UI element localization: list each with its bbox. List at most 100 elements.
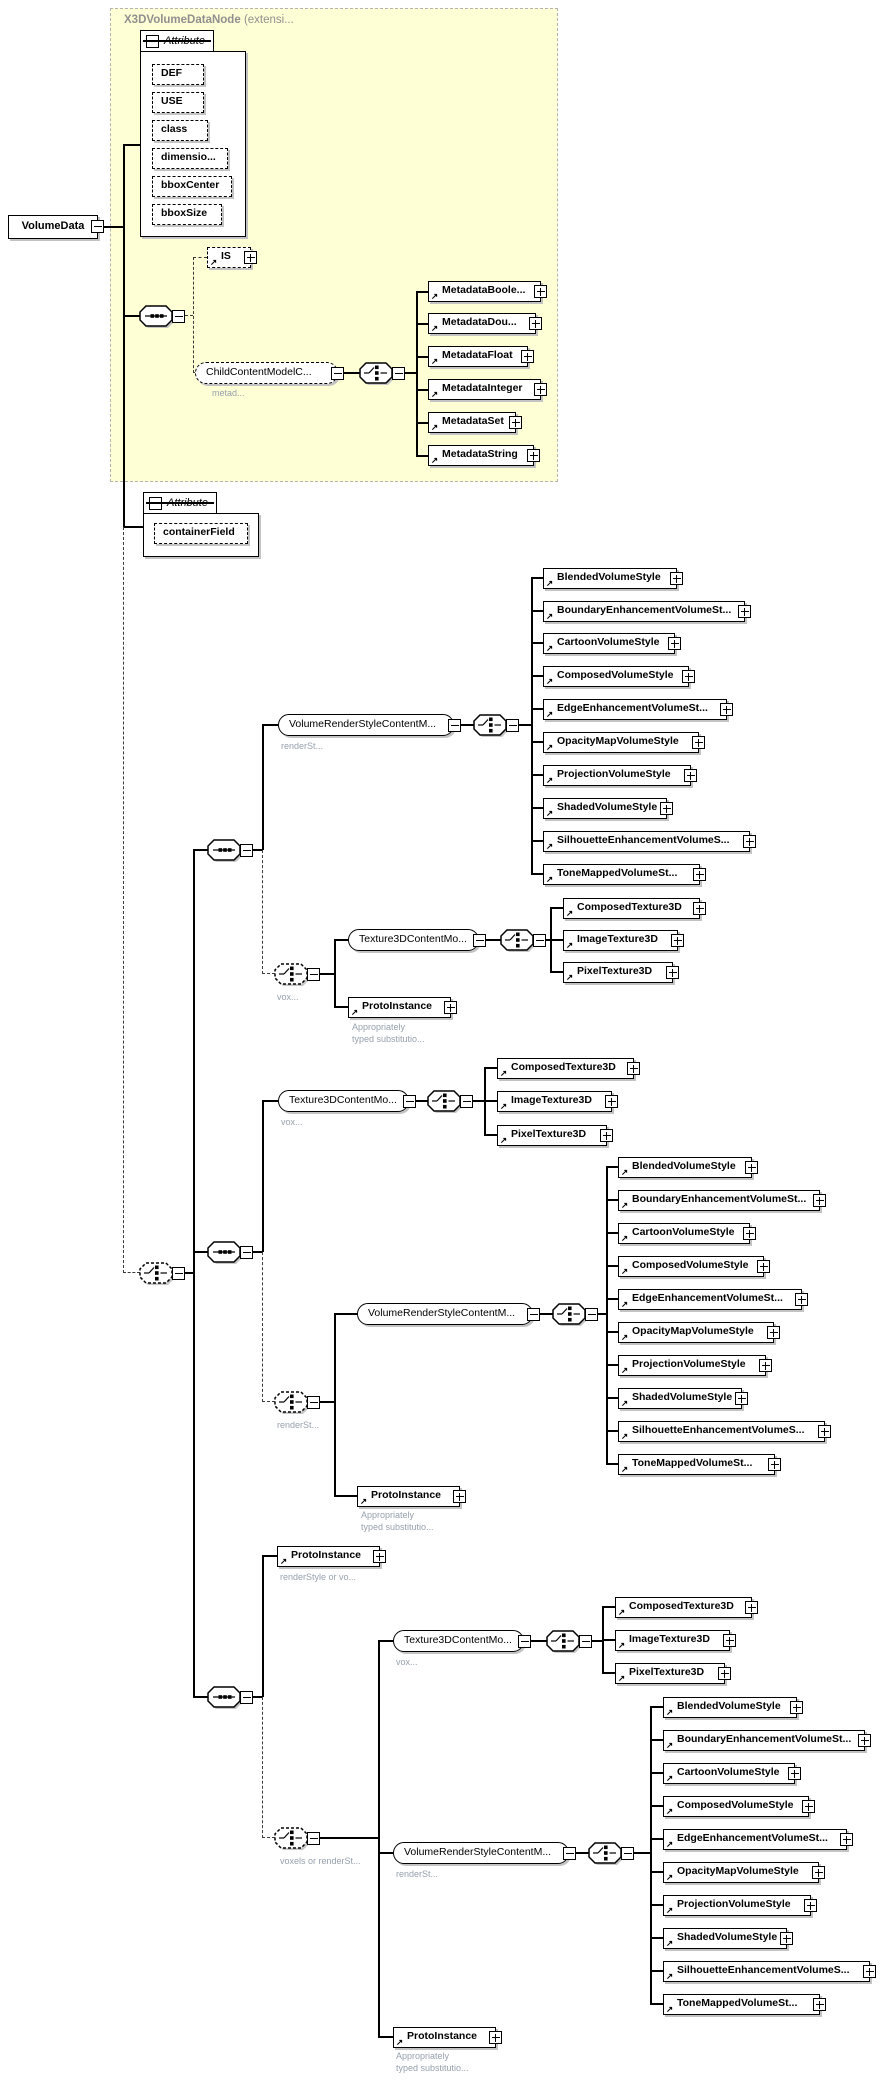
expand-icon[interactable]	[660, 802, 673, 815]
attribute-def[interactable]: DEF	[152, 64, 204, 85]
expand-icon[interactable]	[521, 350, 534, 363]
expand-icon[interactable]	[627, 1062, 640, 1075]
element-projectionvolumestyle[interactable]: ↗ProjectionVolumeStyle	[543, 765, 697, 786]
expand-icon[interactable]	[534, 285, 547, 298]
collapse-icon[interactable]	[506, 719, 519, 732]
collapse-icon[interactable]	[91, 220, 104, 233]
collapse-icon[interactable]	[448, 719, 461, 732]
expand-icon[interactable]	[780, 1932, 793, 1945]
element-edgeenhancementvolumestyle[interactable]: ↗EdgeEnhancementVolumeSt...	[618, 1289, 808, 1310]
choice-icon[interactable]	[273, 1826, 311, 1852]
element-boundaryenhancementvolumestyle[interactable]: ↗BoundaryEnhancementVolumeSt...	[663, 1730, 871, 1751]
choice-icon[interactable]	[551, 1302, 589, 1328]
expand-icon[interactable]	[668, 637, 681, 650]
expand-icon[interactable]	[745, 1161, 758, 1174]
choice-icon[interactable]	[273, 962, 311, 988]
element-shadedvolumestyle[interactable]: ↗ShadedVolumeStyle	[543, 798, 673, 819]
element-metadatastring[interactable]: ↗MetadataString	[428, 445, 540, 466]
collapse-icon[interactable]	[403, 1095, 416, 1108]
attribute-dimensions[interactable]: dimensio...	[152, 148, 228, 169]
choice-icon[interactable]	[273, 1390, 311, 1416]
expand-icon[interactable]	[858, 1734, 871, 1747]
collapse-icon[interactable]	[240, 844, 253, 857]
element-cartoonvolumestyle[interactable]: ↗CartoonVolumeStyle	[543, 633, 681, 654]
collapse-icon[interactable]	[518, 1635, 531, 1648]
element-cartoonvolumestyle[interactable]: ↗CartoonVolumeStyle	[663, 1763, 801, 1784]
element-metadatainteger[interactable]: ↗MetadataInteger	[428, 379, 547, 400]
group-texture3dcontentmodel[interactable]: Texture3DContentMo...	[348, 929, 479, 951]
collapse-icon[interactable]	[460, 1095, 473, 1108]
expand-icon[interactable]	[863, 1965, 876, 1978]
choice-icon[interactable]	[587, 1841, 625, 1867]
expand-icon[interactable]	[671, 934, 684, 947]
attribute-containerfield[interactable]: containerField	[154, 523, 248, 544]
element-volumedata[interactable]: VolumeData	[8, 215, 98, 239]
expand-icon[interactable]	[723, 1634, 736, 1647]
expand-icon[interactable]	[693, 868, 706, 881]
choice-icon[interactable]	[499, 928, 537, 954]
expand-icon[interactable]	[788, 1767, 801, 1780]
expand-icon[interactable]	[670, 572, 683, 585]
element-tonemappedvolumestyle[interactable]: ↗ToneMappedVolumeSt...	[663, 1994, 826, 2015]
collapse-icon[interactable]	[307, 968, 320, 981]
attribute-use[interactable]: USE	[152, 92, 204, 113]
sequence-icon[interactable]	[138, 304, 176, 330]
expand-icon[interactable]	[666, 966, 679, 979]
element-blendedvolumestyle[interactable]: ↗BlendedVolumeStyle	[543, 568, 683, 589]
collapse-icon[interactable]	[172, 1267, 185, 1280]
element-boundaryenhancementvolumestyle[interactable]: ↗BoundaryEnhancementVolumeSt...	[543, 601, 751, 622]
expand-icon[interactable]	[795, 1293, 808, 1306]
element-imagetexture3d[interactable]: ↗ImageTexture3D	[497, 1091, 618, 1112]
expand-icon[interactable]	[373, 1550, 386, 1563]
collapse-icon[interactable]	[240, 1691, 253, 1704]
expand-icon[interactable]	[682, 670, 695, 683]
group-volumerenderstylecontentmodel[interactable]: VolumeRenderStyleContentM...	[278, 714, 454, 736]
element-silhouetteenhancementvolumestyle[interactable]: ↗SilhouetteEnhancementVolumeS...	[618, 1421, 831, 1442]
expand-icon[interactable]	[813, 1998, 826, 2011]
element-composedvolumestyle[interactable]: ↗ComposedVolumeStyle	[618, 1256, 770, 1277]
expand-icon[interactable]	[738, 605, 751, 618]
sequence-icon[interactable]	[206, 838, 244, 864]
element-projectionvolumestyle[interactable]: ↗ProjectionVolumeStyle	[618, 1355, 772, 1376]
attribute-bboxcenter[interactable]: bboxCenter	[152, 176, 232, 197]
expand-icon[interactable]	[743, 1227, 756, 1240]
element-projectionvolumestyle[interactable]: ↗ProjectionVolumeStyle	[663, 1895, 817, 1916]
element-edgeenhancementvolumestyle[interactable]: ↗EdgeEnhancementVolumeSt...	[663, 1829, 853, 1850]
collapse-icon[interactable]	[240, 1246, 253, 1259]
attribute-class[interactable]: class	[152, 120, 208, 141]
expand-icon[interactable]	[768, 1458, 781, 1471]
element-tonemappedvolumestyle[interactable]: ↗ToneMappedVolumeSt...	[543, 864, 706, 885]
element-metadatadouble[interactable]: ↗MetadataDou...	[428, 313, 542, 334]
group-texture3dcontentmodel[interactable]: Texture3DContentMo...	[278, 1090, 409, 1112]
expand-icon[interactable]	[692, 736, 705, 749]
expand-icon[interactable]	[767, 1326, 780, 1339]
element-pixeltexture3d[interactable]: ↗PixelTexture3D	[563, 962, 679, 983]
element-composedvolumestyle[interactable]: ↗ComposedVolumeStyle	[663, 1796, 815, 1817]
collapse-icon[interactable]	[392, 367, 405, 380]
element-metadataset[interactable]: ↗MetadataSet	[428, 412, 522, 433]
expand-icon[interactable]	[735, 1392, 748, 1405]
expand-icon[interactable]	[684, 769, 697, 782]
element-protoinstance[interactable]: ↗ProtoInstance	[357, 1486, 466, 1507]
expand-icon[interactable]	[718, 1667, 731, 1680]
collapse-icon[interactable]	[585, 1308, 598, 1321]
expand-icon[interactable]	[453, 1490, 466, 1503]
collapse-icon[interactable]	[146, 34, 159, 48]
element-silhouetteenhancementvolumestyle[interactable]: ↗SilhouetteEnhancementVolumeS...	[543, 831, 756, 852]
expand-icon[interactable]	[812, 1866, 825, 1879]
collapse-icon[interactable]	[621, 1847, 634, 1860]
expand-icon[interactable]	[790, 1701, 803, 1714]
expand-icon[interactable]	[600, 1129, 613, 1142]
expand-icon[interactable]	[720, 703, 733, 716]
choice-icon[interactable]	[545, 1629, 583, 1655]
expand-icon[interactable]	[818, 1425, 831, 1438]
element-composedtexture3d[interactable]: ↗ComposedTexture3D	[497, 1058, 640, 1079]
expand-icon[interactable]	[813, 1194, 826, 1207]
collapse-icon[interactable]	[533, 934, 546, 947]
expand-icon[interactable]	[759, 1359, 772, 1372]
expand-icon[interactable]	[244, 251, 257, 264]
expand-icon[interactable]	[804, 1899, 817, 1912]
choice-icon[interactable]	[472, 713, 510, 739]
expand-icon[interactable]	[444, 1001, 457, 1014]
element-opacitymapvolumestyle[interactable]: ↗OpacityMapVolumeStyle	[618, 1322, 780, 1343]
